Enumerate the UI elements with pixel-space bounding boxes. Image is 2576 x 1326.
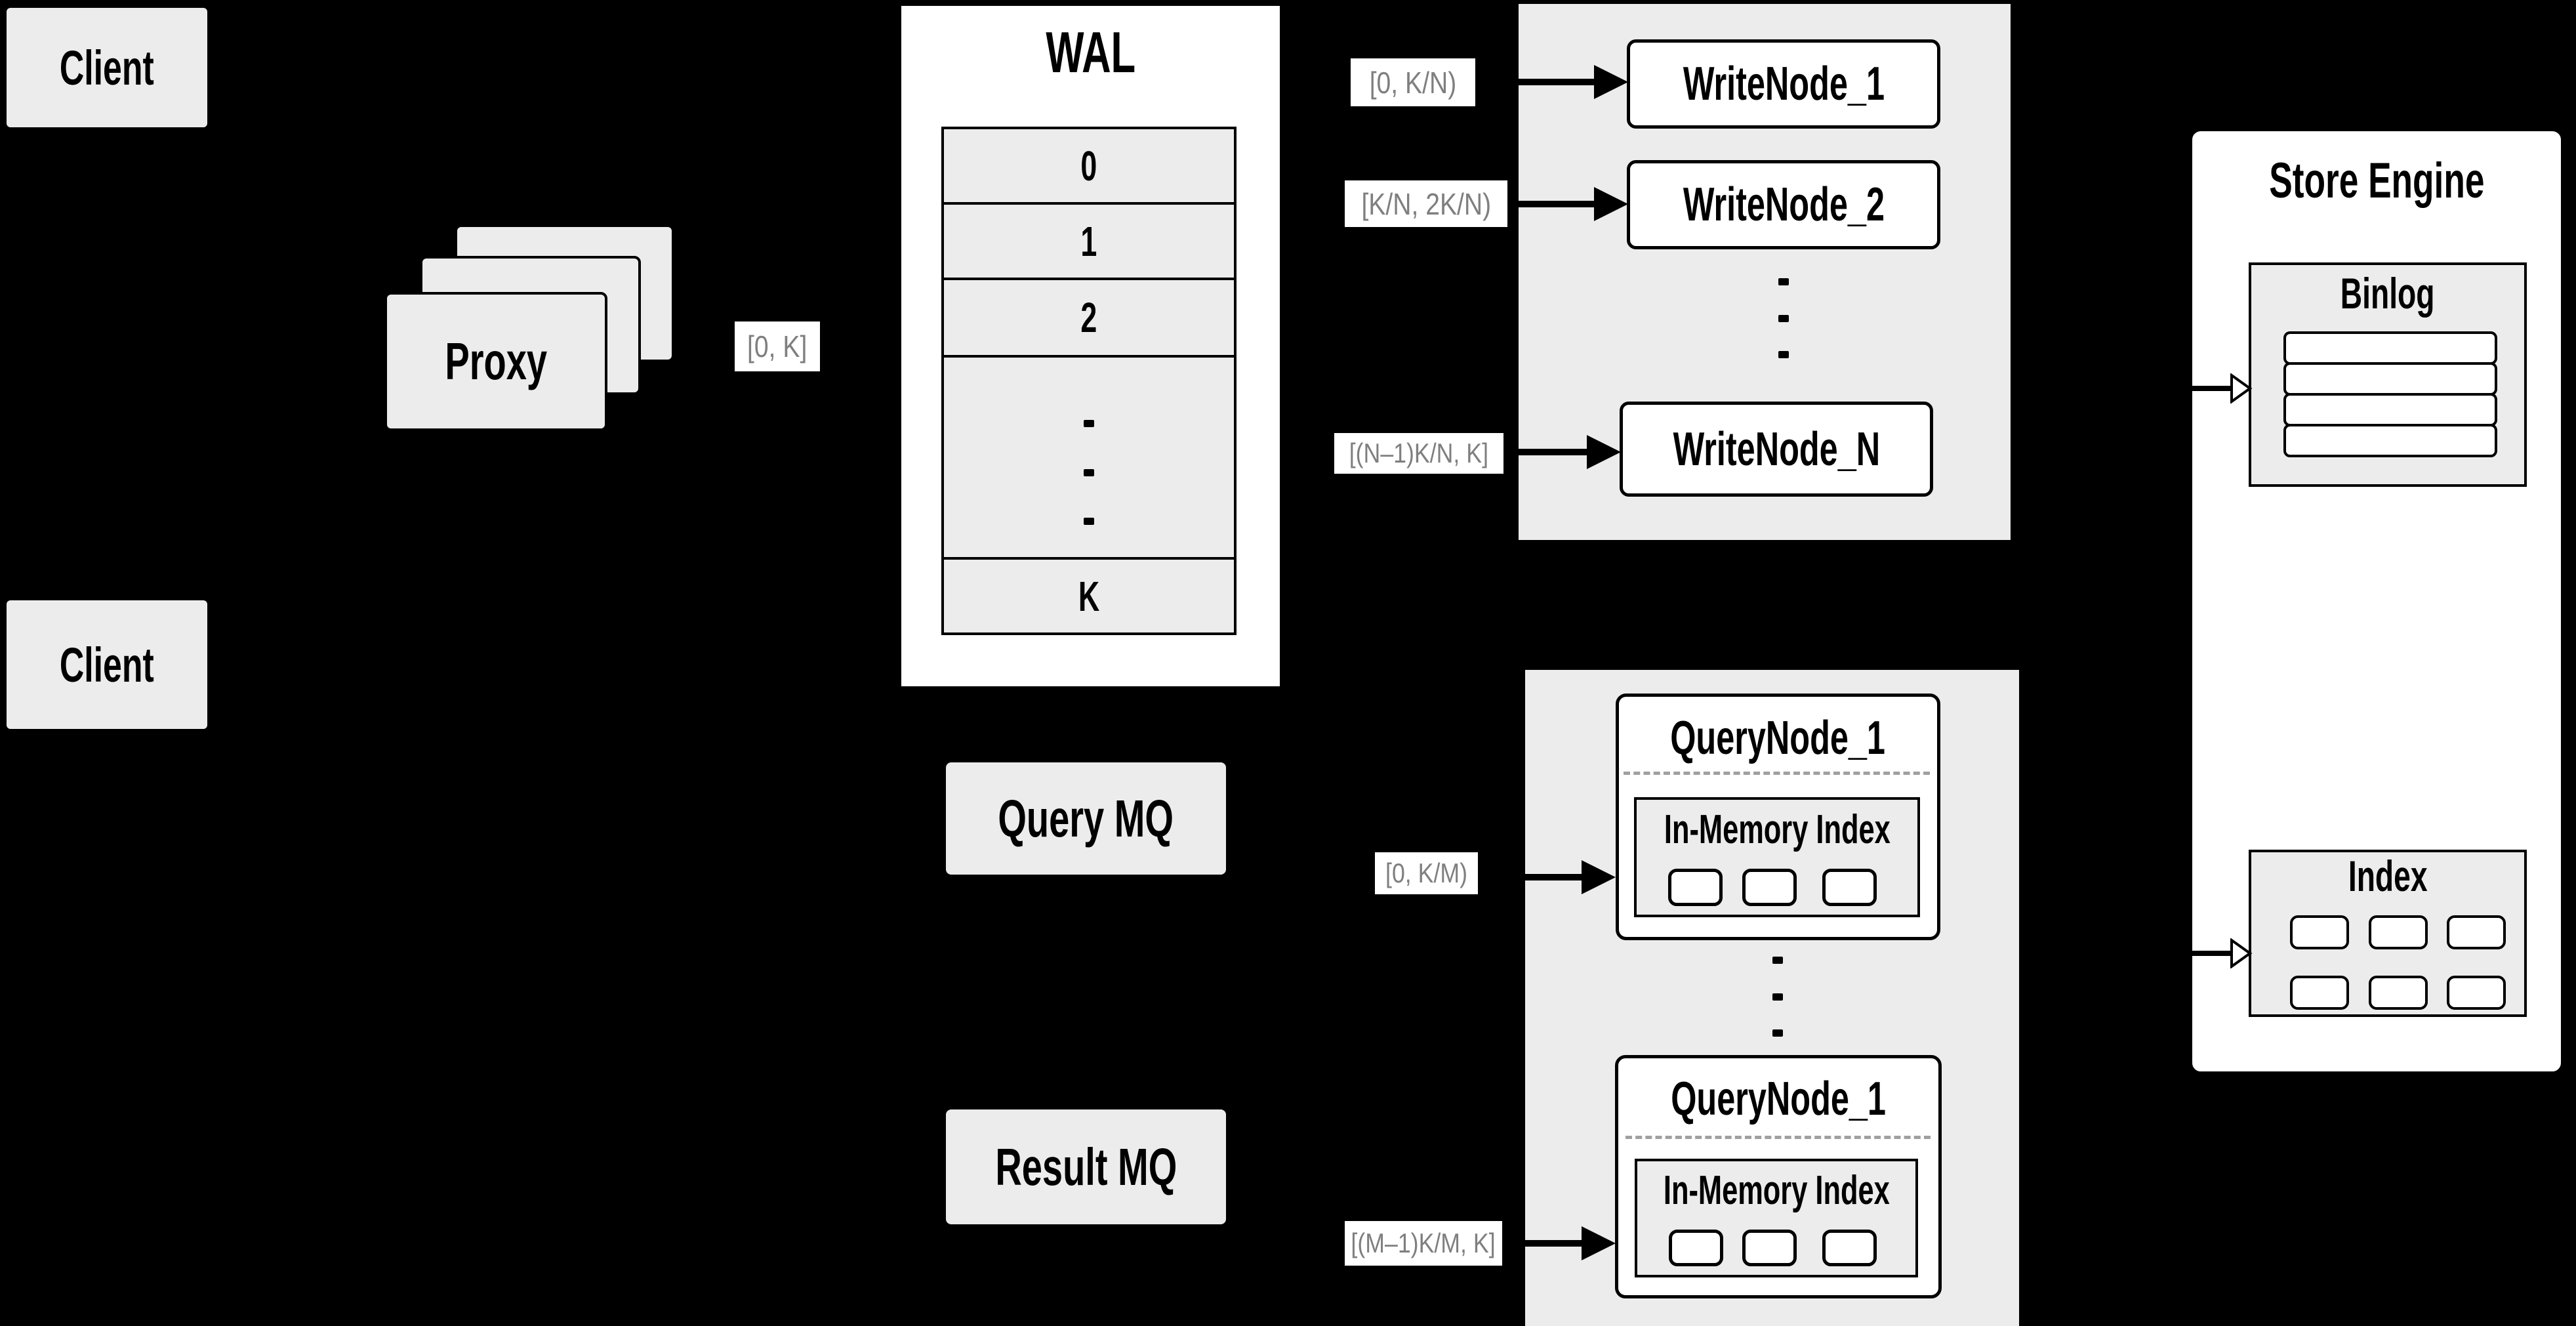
query-node-2-title: QueryNode_1 [1671,1073,1886,1125]
index-segment [2447,915,2506,949]
arrow-wal-writenode2-line [1519,201,1596,207]
write-node-2-label: WriteNode_2 [1683,178,1885,231]
store-engine-title: Store Engine [2268,152,2485,209]
arrow-querynode1-head [1582,860,1616,894]
arrow-index-open-head [2230,938,2253,968]
wal-row-2: 2 [941,278,1237,358]
memory-segment [1822,869,1877,906]
arrow-querynode2-line [1525,1240,1584,1247]
write-node-ellipsis-dots [1778,278,1789,358]
write-node-2-box [1627,160,1940,249]
query-mq-label: Query MQ [998,789,1174,848]
write-node-n-label: WriteNode_N [1673,423,1880,476]
arrow-wal-writenoden-head [1587,435,1621,469]
write-node-1-box [1627,39,1940,129]
index-segment [2447,976,2506,1010]
binlog-segment [2283,424,2497,457]
in-memory-index-1-title: In-Memory Index [1664,806,1891,852]
arrow-index-line [2165,951,2232,956]
binlog-segment [2283,362,2497,396]
wal-row-0: 0 [941,127,1237,205]
wal-title: WAL [1046,20,1135,85]
index-segment [2369,976,2428,1010]
index-segment [2290,976,2349,1010]
query-node-2-divider [1625,1136,1931,1139]
arrow-querynode2-head [1582,1226,1616,1260]
wal-row-ellipsis [941,355,1237,560]
arrow-binlog-line [2165,386,2232,391]
arrow-binlog-open-head [2230,373,2253,404]
range-label-querynode-1: [0, K/M) [1375,852,1478,894]
in-memory-index-2-title: In-Memory Index [1663,1167,1890,1213]
memory-segment [1742,869,1797,906]
memory-segment [1669,1230,1723,1266]
query-node-ellipsis-dots [1772,957,1783,1037]
arrow-wal-writenode2-head [1594,187,1628,221]
wal-ellipsis-dots [1084,420,1094,525]
client-bottom-text: Client [60,637,154,692]
client-box-bottom-label: Client [7,600,207,729]
range-label-writenode-1: [0, K/N) [1351,58,1475,106]
arrow-wal-writenode1-head [1594,65,1628,99]
range-label-querynode-2: [(M–1)K/M, K] [1345,1221,1502,1266]
binlog-segment [2283,393,2497,426]
proxy-card-front [384,292,607,431]
arrow-wal-writenode1-line [1519,79,1596,85]
ellipsis-dot [1772,957,1783,964]
client-box-top-label: Client [7,8,207,127]
write-node-n-box [1620,402,1933,497]
ellipsis-dot [1778,314,1789,322]
wal-row-k: K [941,557,1237,635]
range-label-writenode-n: [(N–1)K/N, K] [1334,433,1503,474]
ellipsis-dot [1084,420,1094,427]
arrow-wal-writenoden-line [1519,449,1588,455]
ellipsis-dot [1778,278,1789,285]
ellipsis-dot [1772,1029,1783,1037]
arrow-querynode1-line [1525,874,1584,881]
memory-segment [1742,1230,1797,1266]
wal-row-1: 1 [941,202,1237,280]
memory-segment [1822,1230,1877,1266]
ellipsis-dot [1084,468,1094,476]
proxy-text: Proxy [445,332,547,390]
index-title: Index [2348,852,2428,900]
binlog-segment [2283,331,2497,365]
result-mq-box [946,1109,1226,1224]
client-box-bottom [7,600,207,729]
query-node-1-title: QueryNode_1 [1670,712,1886,764]
ellipsis-dot [1084,518,1094,525]
index-segment [2369,915,2428,949]
query-mq-box [946,762,1226,875]
result-mq-label: Result MQ [995,1137,1177,1196]
client-box-top [7,8,207,127]
binlog-title: Binlog [2341,269,2435,318]
proxy-label: Proxy [384,292,607,431]
query-node-1-divider [1624,772,1930,775]
index-segment [2290,915,2349,949]
range-label-proxy-wal: [0, K] [735,321,820,371]
write-node-1-label: WriteNode_1 [1683,58,1885,110]
ellipsis-dot [1772,993,1783,1001]
ellipsis-dot [1778,351,1789,358]
range-label-writenode-2: [K/N, 2K/N) [1345,180,1507,227]
memory-segment [1668,869,1723,906]
client-top-text: Client [60,40,154,95]
